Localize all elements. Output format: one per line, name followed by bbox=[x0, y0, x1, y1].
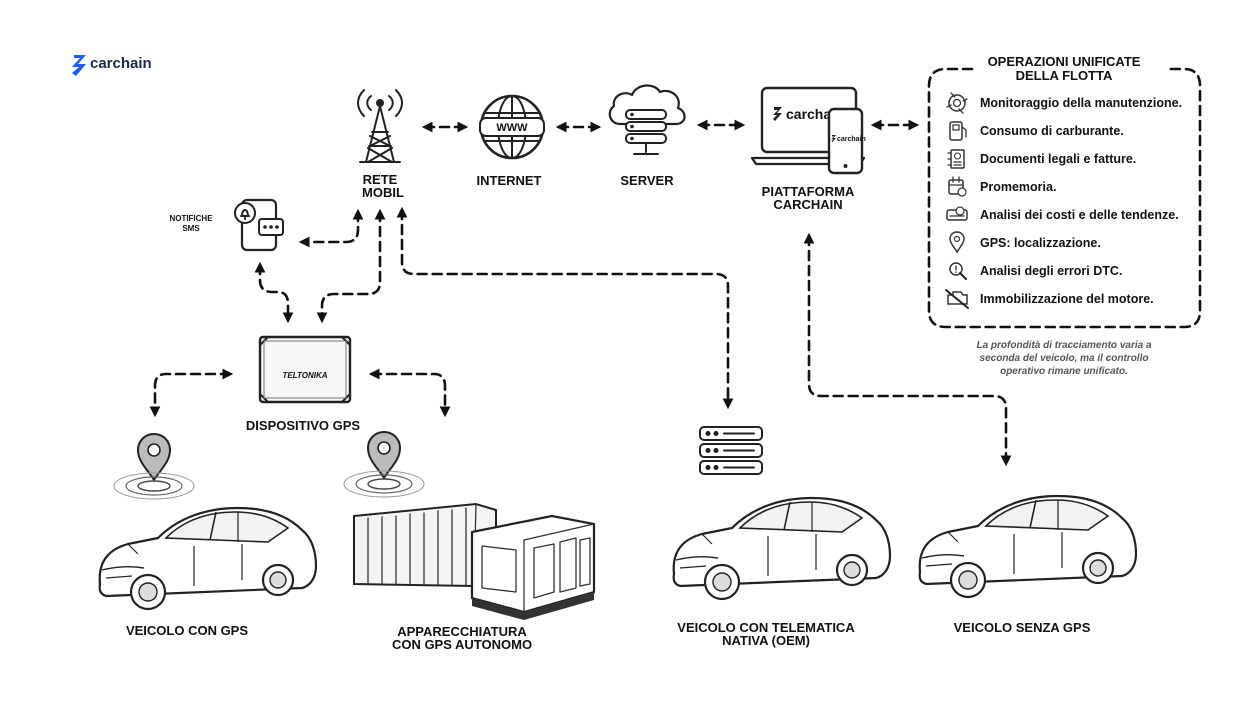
operations-panel: OPERAZIONI UNIFICATE DELLA FLOTTA bbox=[927, 54, 1202, 329]
carchain-logo-icon bbox=[72, 55, 86, 76]
cost-analysis-icon bbox=[946, 206, 968, 221]
operations-item-label: Analisi dei costi e delle tendenze. bbox=[980, 208, 1179, 222]
globe-icon bbox=[479, 94, 545, 160]
device-brand-text: TELTONIKA bbox=[282, 371, 327, 380]
cell-tower-icon bbox=[357, 89, 403, 163]
dtc-search-icon bbox=[949, 262, 967, 280]
operations-item-label: Immobilizzazione del motore. bbox=[980, 292, 1154, 306]
platform-label-line2: CARCHAIN bbox=[773, 197, 842, 212]
brand-logo: carchain bbox=[72, 55, 152, 76]
connector-tower-gps bbox=[316, 208, 386, 324]
connector-sms-gps bbox=[254, 261, 294, 324]
operations-item-label: Monitoraggio della manutenzione. bbox=[980, 96, 1182, 110]
cloud-server-icon bbox=[608, 84, 686, 155]
globe-www-text: WWW bbox=[496, 122, 528, 134]
note-line3: operativo rimane unificato. bbox=[1000, 366, 1128, 377]
vehicle-oem-label-line1: VEICOLO CON TELEMATICA bbox=[677, 620, 855, 635]
sms-label-line1: NOTIFICHE bbox=[169, 214, 213, 223]
connector-tower-sms bbox=[298, 208, 364, 248]
connector-gps-equipment bbox=[368, 368, 451, 418]
car-without-gps-icon bbox=[918, 494, 1138, 599]
vehicle-oem-label-line2: NATIVA (OEM) bbox=[722, 633, 810, 648]
operations-item-label: Consumo di carburante. bbox=[980, 124, 1124, 138]
phone-brand-text: carchain bbox=[837, 136, 866, 143]
sms-label-line2: SMS bbox=[182, 224, 200, 233]
operations-item-label: Documenti legali e fatture. bbox=[980, 152, 1136, 166]
maintenance-icon bbox=[946, 92, 968, 114]
internet-label: INTERNET bbox=[477, 173, 542, 188]
document-icon bbox=[947, 149, 965, 169]
operations-item-label: Analisi degli errori DTC. bbox=[980, 264, 1122, 278]
connector-platform-no-gps bbox=[803, 232, 1012, 467]
car-with-gps-icon bbox=[98, 506, 318, 611]
note-line2: seconda del veicolo, ma il controllo bbox=[980, 353, 1149, 364]
gps-device-label: DISPOSITIVO GPS bbox=[246, 418, 360, 433]
reminder-icon bbox=[948, 176, 967, 197]
location-pin-icon bbox=[949, 231, 965, 254]
smartphone-icon bbox=[827, 107, 864, 175]
server-label: SERVER bbox=[620, 173, 674, 188]
connectors bbox=[149, 119, 1012, 467]
operations-title-line1: OPERAZIONI UNIFICATE bbox=[988, 54, 1141, 69]
tower-label-line1: RETE bbox=[363, 172, 398, 187]
location-pin-icon bbox=[113, 433, 195, 500]
vehicle-no-gps-label: VEICOLO SENZA GPS bbox=[954, 620, 1091, 635]
equipment-label-line2: CON GPS AUTONOMO bbox=[392, 637, 532, 652]
vehicle-gps-label: VEICOLO CON GPS bbox=[126, 623, 248, 638]
operations-item-label: GPS: localizzazione. bbox=[980, 236, 1101, 250]
connector-tower-oem bbox=[396, 206, 734, 410]
equipment-pin-icon bbox=[343, 431, 425, 498]
sms-phone-icon bbox=[234, 198, 284, 252]
gps-tracker-device-icon bbox=[258, 335, 352, 404]
fuel-icon bbox=[949, 121, 967, 141]
connector-gps-vehicle bbox=[149, 368, 234, 418]
generator-icon bbox=[470, 514, 596, 620]
operations-item-label: Promemoria. bbox=[980, 180, 1056, 194]
engine-immobilizer-icon bbox=[945, 289, 969, 309]
operations-border bbox=[927, 67, 1202, 329]
note-line1: La profondità di tracciamento varia a bbox=[976, 340, 1151, 351]
car-oem-telematics-icon bbox=[672, 496, 892, 601]
telematics-server-icon bbox=[699, 426, 763, 475]
operations-title-line2: DELLA FLOTTA bbox=[1016, 68, 1113, 83]
platform-label-line1: PIATTAFORMA bbox=[762, 184, 855, 199]
equipment-label-line1: APPARECCHIATURA bbox=[397, 624, 527, 639]
tower-label-line2: MOBIL bbox=[362, 185, 404, 200]
brand-name: carchain bbox=[90, 55, 152, 72]
